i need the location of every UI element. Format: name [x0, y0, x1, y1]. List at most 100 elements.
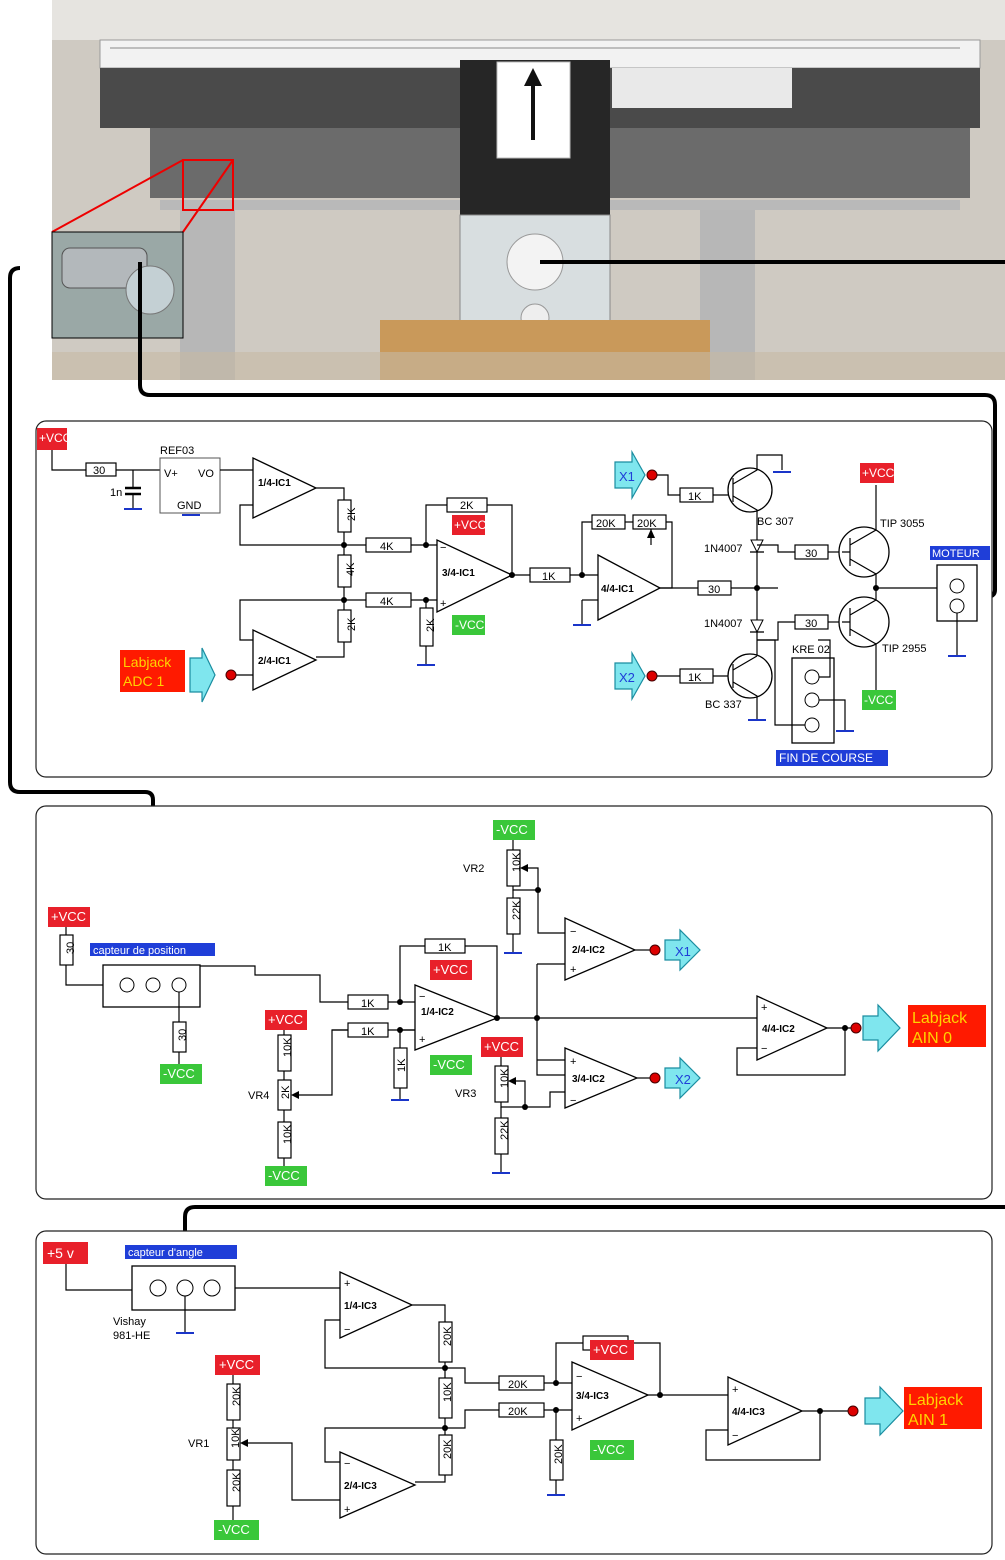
svg-text:MOTEUR: MOTEUR: [932, 548, 980, 560]
svg-text:4K: 4K: [380, 541, 394, 553]
svg-text:1K: 1K: [542, 571, 556, 583]
svg-text:1N4007: 1N4007: [704, 543, 743, 555]
opamp-1-4-ic3: [339, 1270, 414, 1340]
opamp-1-4-ic2: [414, 984, 499, 1051]
svg-text:-VCC: -VCC: [163, 1066, 195, 1081]
svg-text:-VCC: -VCC: [218, 1522, 250, 1537]
vcc-neg-label: -VCC: [265, 1166, 307, 1186]
vcc-pos-label: +VCC: [481, 1037, 523, 1057]
svg-text:-VCC: -VCC: [593, 1442, 625, 1457]
svg-text:2K: 2K: [346, 617, 358, 631]
svg-text:GND: GND: [177, 500, 202, 512]
svg-text:X2: X2: [675, 1072, 691, 1087]
svg-text:4/4-IC2: 4/4-IC2: [762, 1024, 795, 1035]
svg-text:Labjack: Labjack: [912, 1010, 968, 1027]
x2-arrow-icon: [614, 650, 646, 702]
svg-text:1K: 1K: [688, 672, 702, 684]
input-arrow-icon: [189, 647, 216, 703]
svg-text:2K: 2K: [460, 500, 474, 512]
output-arrow-icon: [862, 1003, 901, 1053]
v5-label: +5 v: [43, 1242, 88, 1264]
x1-arrow-icon: [614, 449, 646, 501]
svg-text:−: −: [570, 926, 576, 938]
vcc-neg-label: -VCC: [493, 820, 535, 840]
svg-text:30: 30: [93, 465, 105, 477]
svg-text:+VCC: +VCC: [862, 466, 895, 480]
svg-text:+VCC: +VCC: [268, 1012, 303, 1027]
opamp-3-4-ic3: [571, 1361, 650, 1432]
svg-text:981-HE: 981-HE: [113, 1330, 150, 1342]
vcc-neg-label: -VCC: [214, 1520, 259, 1540]
svg-text:KRE 02: KRE 02: [792, 644, 830, 656]
opamp-1-4-ic1: [252, 456, 318, 520]
svg-text:+: +: [576, 1413, 582, 1425]
x2-arrow-icon: [664, 1056, 701, 1100]
svg-text:20K: 20K: [231, 1472, 243, 1492]
svg-text:30: 30: [708, 584, 720, 596]
svg-text:+: +: [570, 1056, 576, 1068]
vcc-pos-label: +VCC: [265, 1010, 307, 1030]
svg-text:capteur d'angle: capteur d'angle: [128, 1247, 203, 1259]
svg-text:−: −: [440, 542, 446, 554]
svg-text:BC 337: BC 337: [705, 699, 742, 711]
svg-text:2/4-IC2: 2/4-IC2: [572, 945, 605, 956]
svg-text:20K: 20K: [442, 1326, 454, 1346]
svg-text:1/4-IC2: 1/4-IC2: [421, 1007, 454, 1018]
svg-text:AIN 1: AIN 1: [908, 1412, 948, 1429]
vcc-neg-label: -VCC: [430, 1055, 472, 1075]
svg-text:AIN 0: AIN 0: [912, 1030, 952, 1047]
vcc-pos-label: +VCC: [860, 463, 895, 483]
transistor-tip2955: [838, 596, 890, 648]
svg-text:+: +: [344, 1504, 350, 1516]
svg-text:1K: 1K: [438, 942, 452, 954]
svg-text:2/4-IC3: 2/4-IC3: [344, 1481, 377, 1492]
svg-text:REF03: REF03: [160, 445, 194, 457]
ref03-regulator: REF03 V+ VO GND: [159, 445, 221, 514]
svg-text:4/4-IC1: 4/4-IC1: [601, 584, 634, 595]
svg-text:+: +: [440, 598, 446, 610]
svg-text:capteur de position: capteur de position: [93, 945, 186, 957]
vcc-pos-label: +VCC: [215, 1355, 260, 1375]
svg-text:22K: 22K: [511, 900, 523, 920]
svg-text:10K: 10K: [442, 1382, 454, 1402]
svg-text:1n: 1n: [110, 487, 122, 499]
motor-driver-panel: +VCC 30 1n REF03 V+ VO GND 1/4-IC1 2K: [35, 420, 993, 778]
capteur-de-position-label: capteur de position: [90, 943, 215, 957]
transistor-bc307: [727, 467, 773, 513]
svg-text:+: +: [570, 964, 576, 976]
svg-text:20K: 20K: [508, 1379, 528, 1391]
svg-text:1K: 1K: [688, 491, 702, 503]
svg-text:+VCC: +VCC: [219, 1357, 254, 1372]
mechanism-photo: [51, 0, 1005, 380]
svg-text:+: +: [761, 1002, 767, 1014]
svg-text:30: 30: [805, 618, 817, 630]
svg-text:10K: 10K: [499, 1068, 511, 1088]
svg-text:22K: 22K: [499, 1120, 511, 1140]
opamp-3-4-ic1: [436, 538, 514, 614]
svg-text:VR2: VR2: [463, 863, 484, 875]
vcc-pos-label: +VCC: [590, 1340, 634, 1360]
labjack-ain1-label: Labjack AIN 1: [904, 1387, 982, 1429]
opamp-4-4-ic1: [597, 553, 662, 622]
svg-text:2K: 2K: [346, 507, 358, 521]
svg-text:2K: 2K: [280, 1085, 292, 1099]
svg-text:3/4-IC1: 3/4-IC1: [442, 568, 475, 579]
svg-text:1K: 1K: [361, 1026, 375, 1038]
svg-text:+VCC: +VCC: [593, 1342, 628, 1357]
svg-text:20K: 20K: [596, 518, 616, 530]
svg-text:1N4007: 1N4007: [704, 618, 743, 630]
svg-text:-VCC: -VCC: [496, 822, 528, 837]
svg-text:TIP 3055: TIP 3055: [880, 518, 924, 530]
vcc-pos-label: +VCC: [430, 960, 472, 980]
svg-text:30: 30: [805, 548, 817, 560]
svg-text:2K: 2K: [425, 618, 437, 632]
svg-text:10K: 10K: [282, 1124, 294, 1144]
opamp-2-4-ic1: [252, 628, 318, 692]
svg-text:-VCC: -VCC: [433, 1057, 465, 1072]
svg-text:20K: 20K: [637, 518, 657, 530]
svg-text:+VCC: +VCC: [454, 518, 487, 532]
opamp-4-4-ic2: [756, 994, 829, 1062]
svg-text:-VCC: -VCC: [455, 618, 485, 632]
up-arrow-icon: [524, 68, 542, 140]
svg-text:1K: 1K: [396, 1058, 408, 1072]
